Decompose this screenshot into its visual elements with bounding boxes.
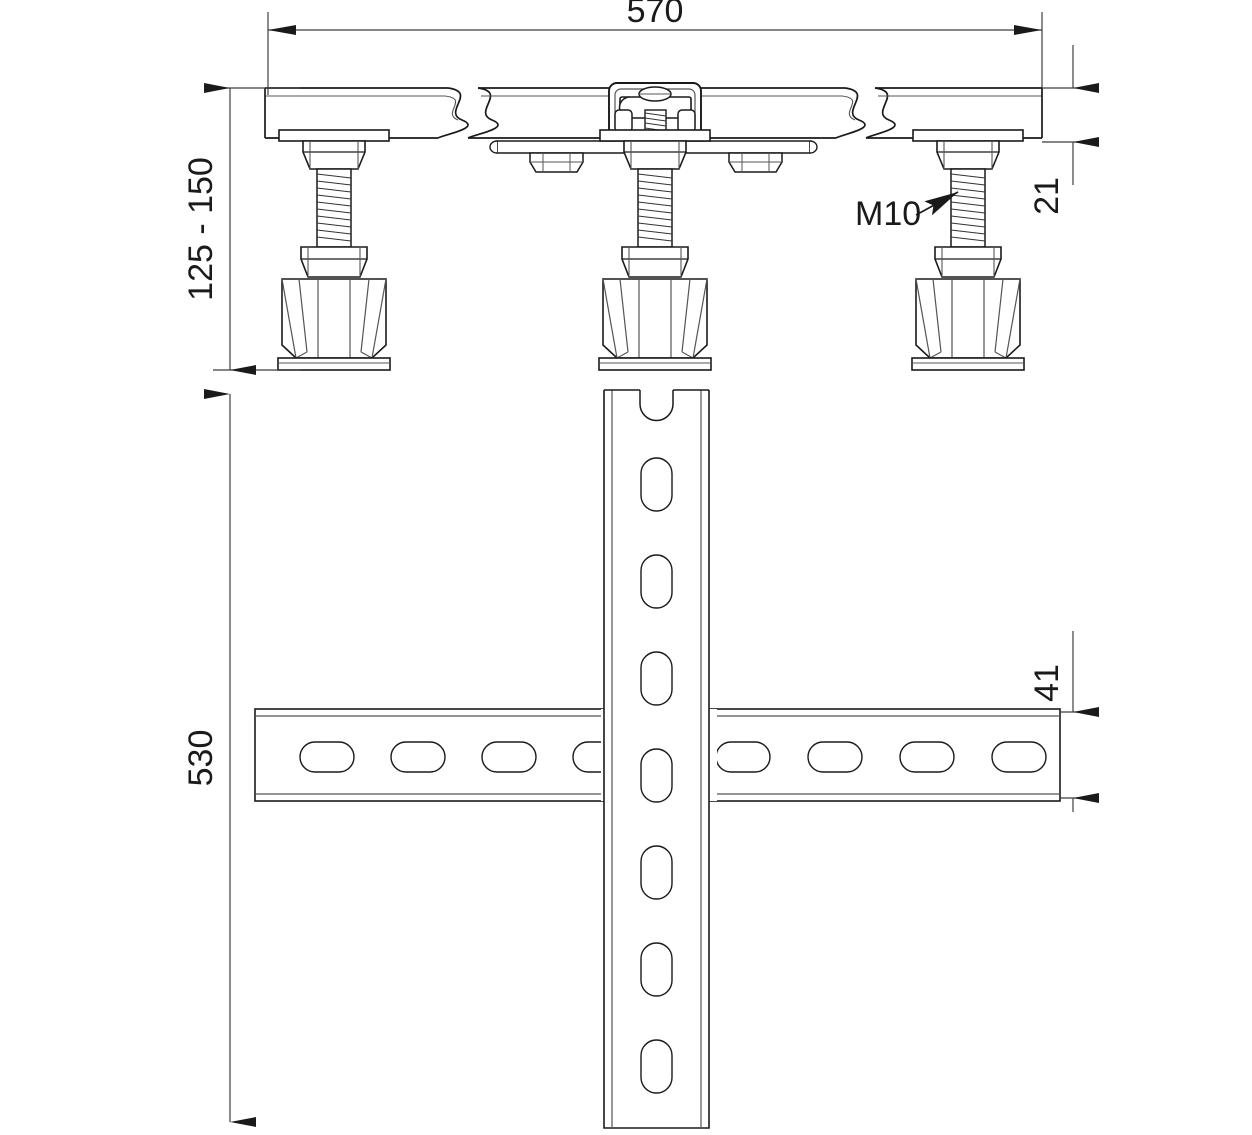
- slot-hole: [640, 651, 673, 706]
- slot-hole: [390, 741, 446, 773]
- slot-hole: [481, 741, 537, 773]
- slot-hole: [715, 741, 771, 773]
- slot-hole: [899, 741, 955, 773]
- slot-group-right: [715, 741, 1047, 773]
- dimension-570: 570: [267, 0, 1043, 95]
- slot-hole: [991, 741, 1047, 773]
- callout-m10: M10: [855, 191, 959, 233]
- dimension-label-41: 41: [1028, 664, 1066, 702]
- break-symbol-right: [835, 87, 896, 139]
- dimension-label-21: 21: [1028, 177, 1066, 215]
- slot-hole: [299, 741, 355, 773]
- dimension-label-125-150: 125 - 150: [182, 157, 220, 301]
- center-clamp-detail: [603, 82, 708, 147]
- plate-end-left: [489, 140, 498, 154]
- slot-notch-top: [639, 390, 674, 422]
- slot-hole: [640, 457, 673, 512]
- dimension-125-150: 125 - 150: [182, 83, 300, 375]
- slot-hole: [640, 748, 673, 803]
- pedestal-left: [277, 129, 391, 371]
- pedestal-center: [598, 129, 712, 371]
- dimension-label-570: 570: [627, 0, 684, 30]
- vertical-channel: [603, 389, 710, 1129]
- slot-group-vertical: [640, 457, 673, 1094]
- horizontal-channel-right: [705, 708, 1061, 802]
- callout-label-m10: M10: [855, 195, 921, 233]
- slot-hole: [640, 942, 673, 997]
- break-symbol-left: [437, 87, 499, 139]
- dimension-41: 41: [1028, 631, 1099, 812]
- plate-end-right: [809, 140, 818, 154]
- slot-hole: [640, 1039, 673, 1094]
- dimension-21: 21: [1028, 45, 1099, 215]
- horizontal-channel-left: [254, 708, 628, 802]
- pedestal-right: [911, 129, 1025, 371]
- slot-hole: [640, 554, 673, 609]
- slot-hole: [640, 845, 673, 900]
- slot-hole: [807, 741, 863, 773]
- dimension-label-530: 530: [182, 730, 220, 787]
- dimension-530: 530: [182, 389, 256, 1127]
- leader-line: [915, 191, 959, 216]
